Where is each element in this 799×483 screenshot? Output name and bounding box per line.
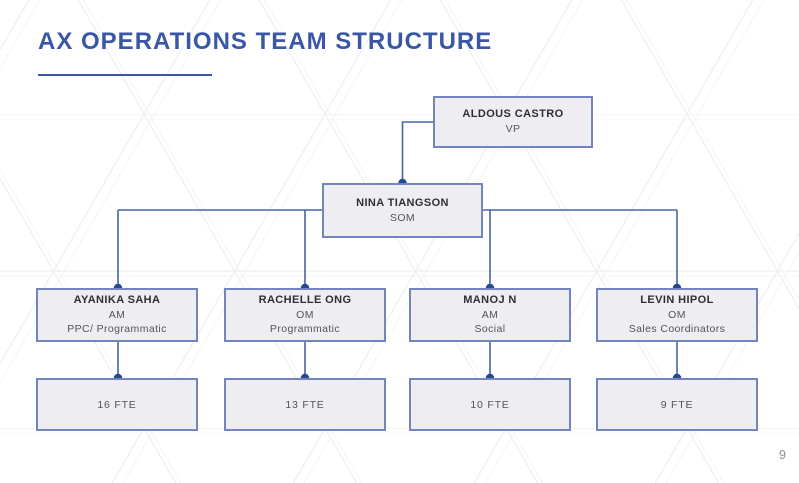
page-number: 9 (779, 448, 786, 462)
org-node-team4: LEVIN HIPOL OM Sales Coordinators (596, 288, 758, 342)
person-role: OM (296, 309, 314, 322)
fte-count: 13 FTE (285, 398, 325, 411)
person-name: RACHELLE ONG (258, 294, 352, 307)
fte-count: 16 FTE (97, 398, 137, 411)
team-focus: PPC/ Programmatic (67, 323, 167, 336)
person-role: SOM (389, 211, 416, 224)
person-role: AM (108, 309, 126, 322)
org-node-team3: MANOJ N AM Social (409, 288, 571, 342)
fte-node-team3: 10 FTE (409, 378, 571, 431)
team-focus: Programmatic (269, 323, 341, 336)
connector-vp-to-som (401, 121, 433, 183)
org-node-team2: RACHELLE ONG OM Programmatic (224, 288, 386, 342)
org-node-team1: AYANIKA SAHA AM PPC/ Programmatic (36, 288, 198, 342)
person-name: ALDOUS CASTRO (462, 108, 564, 121)
org-node-vp: ALDOUS CASTRO VP (433, 96, 593, 148)
person-name: AYANIKA SAHA (73, 294, 161, 307)
title-underline (38, 74, 212, 76)
fte-count: 10 FTE (470, 398, 510, 411)
fte-node-team1: 16 FTE (36, 378, 198, 431)
fte-count: 9 FTE (660, 398, 694, 411)
person-role: AM (481, 309, 499, 322)
person-name: LEVIN HIPOL (640, 294, 714, 307)
org-node-som: NINA TIANGSON SOM (322, 183, 483, 238)
person-role: OM (668, 309, 686, 322)
person-name: NINA TIANGSON (356, 196, 449, 209)
fte-node-team4: 9 FTE (596, 378, 758, 431)
slide-title: AX OPERATIONS TEAM STRUCTURE (38, 28, 493, 55)
fte-node-team2: 13 FTE (224, 378, 386, 431)
team-focus: Social (474, 323, 506, 336)
team-focus: Sales Coordinators (628, 323, 726, 336)
person-name: MANOJ N (463, 294, 517, 307)
person-role: VP (505, 123, 521, 136)
